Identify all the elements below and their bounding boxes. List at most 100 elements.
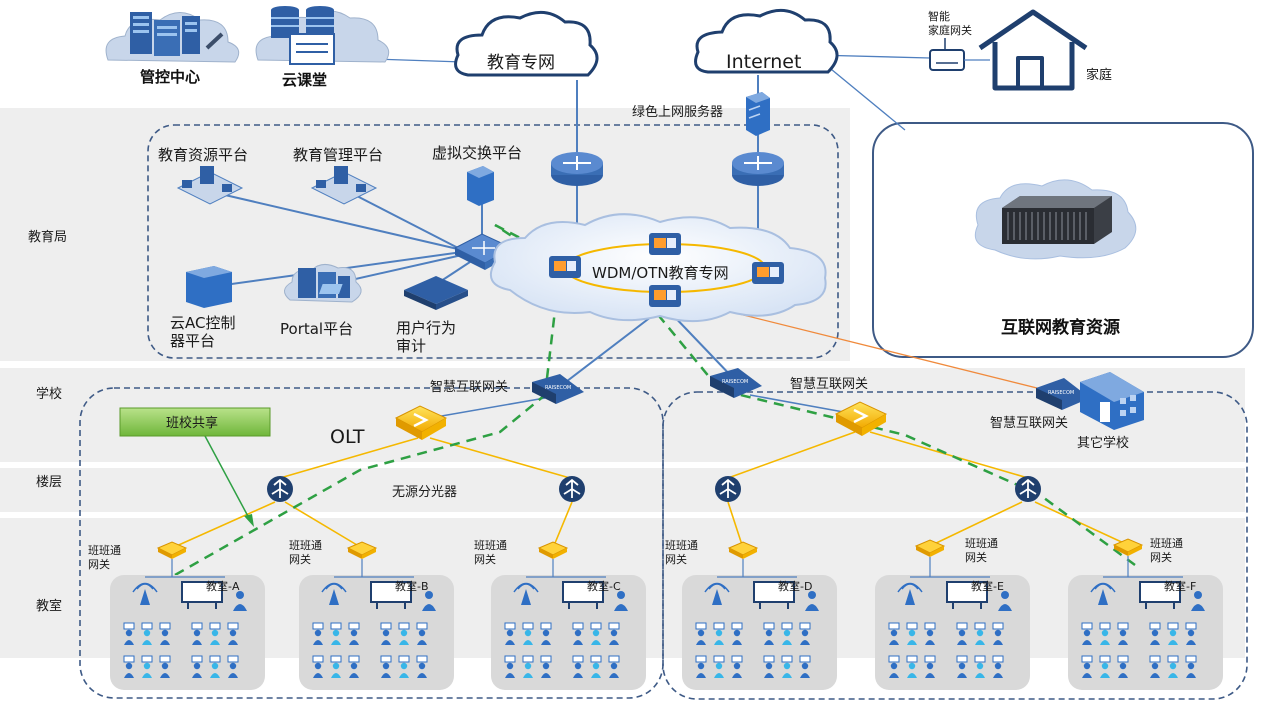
tier-label-bureau: 教育局: [28, 229, 67, 245]
wdm-node-right: [752, 262, 784, 284]
smart-board-icon: [753, 581, 795, 609]
control-center-cloud: [105, 12, 240, 63]
class-gateway-icon: [1112, 538, 1144, 556]
band-floor: [0, 468, 1245, 512]
cloud-classroom-label: 云课堂: [282, 71, 327, 89]
teacher-icon: [998, 591, 1012, 611]
wifi-ap-icon: [321, 582, 347, 605]
edu-net-label: 教育专网: [487, 53, 555, 73]
school-left-region: [79, 387, 664, 699]
olt-label: OLT: [330, 426, 365, 448]
smart-board-icon: [946, 581, 988, 609]
teacher-icon: [422, 591, 436, 611]
wifi-ap-icon: [513, 582, 539, 605]
svg-text:RAISECOM: RAISECOM: [1048, 390, 1074, 396]
class-gateway-label: 班班通: [289, 539, 322, 552]
class-gateway-label: 班班通: [665, 539, 698, 552]
link-wdm-gateway-left: [557, 309, 661, 389]
splitter-icon: [267, 476, 293, 502]
resource-platform-icon: [176, 166, 244, 205]
internet-cloud: [694, 8, 839, 74]
link-wdm-gateway-right: [667, 309, 736, 381]
wdm-node-left: [549, 256, 581, 278]
student-group: [504, 622, 620, 678]
tier-label-floor: 楼层: [36, 475, 62, 490]
other-school-building-icon: [1080, 372, 1144, 430]
smart-gateway-left-icon: RAISECOM: [532, 374, 584, 404]
internet-label: Internet: [726, 51, 801, 73]
green-server-label: 绿色上网服务器: [632, 104, 723, 120]
class-gateway-label: 网关: [289, 552, 311, 566]
student-group: [695, 622, 811, 678]
class-gateway-label: 网关: [474, 552, 496, 566]
tier-label-classroom: 教室: [36, 598, 62, 614]
wifi-ap-icon: [1090, 582, 1116, 605]
link-switch-management: [354, 194, 463, 251]
wdm-node-bottom: [649, 285, 681, 307]
student-group: [1081, 622, 1197, 678]
school-right-region: [662, 391, 1248, 700]
classroom-name: 教室-E: [971, 579, 1004, 593]
cloud-ac-label-1: 云AC控制: [170, 314, 235, 332]
class-gateway-label: 班班通: [474, 539, 507, 552]
class-gateway-label: 网关: [665, 552, 687, 566]
classroom-name: 教室-B: [395, 579, 429, 593]
classroom-name: 教室-C: [587, 579, 621, 593]
teacher-icon: [805, 591, 819, 611]
portal-label: Portal平台: [280, 320, 353, 338]
class-share-arrow: [204, 435, 251, 521]
class-gateway-label: 网关: [965, 550, 987, 564]
internet-resource-cloud: [974, 179, 1137, 260]
smart-gateway-left-label: 智慧互联网关: [430, 379, 508, 395]
other-school-gateway-label: 智慧互联网关: [990, 415, 1068, 431]
wifi-ap-icon: [132, 582, 158, 605]
splitter-icon: [715, 476, 741, 502]
wdm-cloud: [490, 213, 827, 323]
class-gateway-icon: [537, 541, 569, 559]
class-share-button: [119, 407, 271, 437]
link-internet-resourcebox: [819, 59, 906, 131]
class-gateway-icon: [914, 539, 946, 557]
cloud-classroom-cloud: [255, 6, 390, 65]
splitter-icon: [1015, 476, 1041, 502]
other-school-gateway-icon: RAISECOM: [1036, 378, 1090, 410]
smart-gateway-right-label: 智慧互联网关: [790, 376, 868, 392]
classroom-name: 教室-F: [1164, 579, 1196, 593]
class-gateway-label: 网关: [1150, 550, 1172, 564]
teacher-icon: [233, 591, 247, 611]
tier-label-school: 学校: [36, 386, 62, 402]
router-internet: [732, 152, 784, 186]
svg-text:RAISECOM: RAISECOM: [722, 379, 748, 385]
student-group: [123, 622, 239, 678]
virtual-exchange-icon: [467, 166, 494, 206]
wifi-ap-icon: [704, 582, 730, 605]
olt-left-icon: [394, 405, 448, 440]
class-gateway-label: 网关: [88, 557, 110, 571]
management-platform-icon: [310, 166, 378, 205]
class-gateway-label: 班班通: [88, 544, 121, 557]
link-gw-left-olt: [429, 397, 546, 419]
smart-board-icon: [1139, 581, 1181, 609]
user-audit-label-2: 审计: [396, 337, 426, 355]
user-audit-label-1: 用户行为: [396, 319, 456, 337]
classroom-name: 教室-A: [206, 579, 240, 593]
splitters: [267, 476, 1041, 502]
olt-right-icon: [834, 401, 888, 436]
house-icon: [978, 9, 1088, 91]
management-platform-label: 教育管理平台: [293, 146, 383, 164]
smart-gateway-icon: [929, 38, 965, 71]
class-gateway-icon: [727, 541, 759, 559]
teacher-icon: [614, 591, 628, 611]
class-share-label: 班校共享: [166, 415, 218, 431]
smart-board-icon: [370, 581, 412, 609]
other-school-label: 其它学校: [1077, 435, 1129, 451]
splitter-label: 无源分光器: [392, 485, 457, 500]
cloud-ac-icon: [186, 266, 232, 308]
internet-resource-label: 互联网教育资源: [1001, 317, 1120, 338]
